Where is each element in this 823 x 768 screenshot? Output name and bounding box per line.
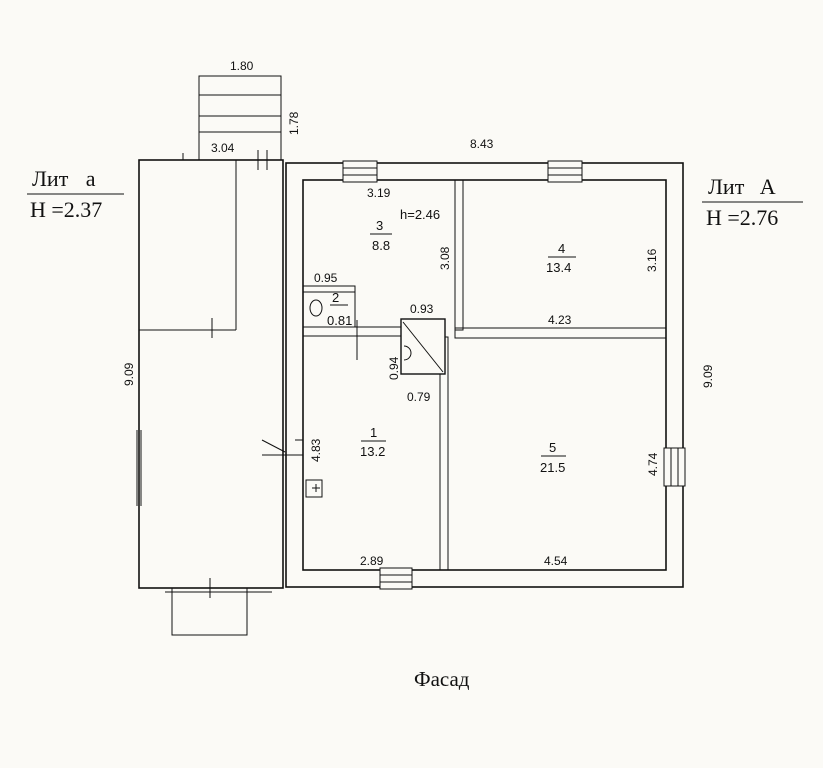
entrance-step (165, 587, 272, 636)
room-3: 3.19 h=2.46 3 8.8 3.08 (367, 186, 452, 270)
room-1-number: 1 (370, 425, 377, 440)
room-3-ceiling: h=2.46 (400, 207, 440, 222)
room-5-length-dim: 4.74 (646, 452, 660, 476)
room-2-number: 2 (332, 290, 339, 305)
annex-width-dim: 3.04 (211, 141, 235, 155)
room-4-length-dim: 3.16 (645, 248, 659, 272)
room-4: 4 13.4 3.16 4.23 (546, 241, 659, 327)
room-4-area: 13.4 (546, 260, 571, 275)
room-5-width-dim: 4.54 (544, 554, 568, 568)
annex-length-dim: 9.09 (122, 362, 136, 386)
house-height-label: H =2.76 (706, 205, 778, 230)
house-lit-label: Лит А (708, 174, 776, 199)
annex-height-label: H =2.37 (30, 197, 102, 222)
room-1-width-dim: 2.89 (360, 554, 384, 568)
house-outline: 8.43 9.09 (285, 137, 715, 588)
room-1-length-dim: 4.83 (309, 438, 323, 462)
annex-label: Лит а H =2.37 (27, 166, 124, 222)
room-3-width-dim: 3.19 (367, 186, 391, 200)
windows (342, 160, 686, 590)
room-1: 1 13.2 4.83 2.89 (305, 425, 386, 568)
annex-outline: 3.04 9.09 (122, 141, 286, 598)
house-width-dim: 8.43 (470, 137, 494, 151)
room-4-width-dim: 4.23 (548, 313, 572, 327)
room-3-length-dim: 3.08 (438, 246, 452, 270)
room-2: 0.95 2 0.81 (302, 271, 356, 328)
room-5-area: 21.5 (540, 460, 565, 475)
room-5-number: 5 (549, 440, 556, 455)
house-length-dim: 9.09 (701, 364, 715, 388)
stove-passage-dim: 0.79 (407, 390, 431, 404)
room-5: 5 21.5 4.74 4.54 (540, 440, 660, 568)
porch-depth-dim: 1.78 (287, 111, 301, 135)
room-1-area: 13.2 (360, 444, 385, 459)
room-4-number: 4 (558, 241, 565, 256)
annex-lit-label: Лит а (32, 166, 96, 191)
room-3-number: 3 (376, 218, 383, 233)
stove: 0.93 0.94 0.79 (387, 302, 446, 404)
house-label: Лит А H =2.76 (702, 174, 803, 230)
porch-width-dim: 1.80 (230, 59, 254, 73)
stove-depth-dim: 0.94 (387, 356, 401, 380)
room-2-width-dim: 0.95 (314, 271, 338, 285)
stove-width-dim: 0.93 (410, 302, 434, 316)
room-2-area: 0.81 (327, 313, 352, 328)
room-3-area: 8.8 (372, 238, 390, 253)
facade-caption: Фасад (414, 667, 470, 691)
interior-walls (262, 179, 667, 571)
